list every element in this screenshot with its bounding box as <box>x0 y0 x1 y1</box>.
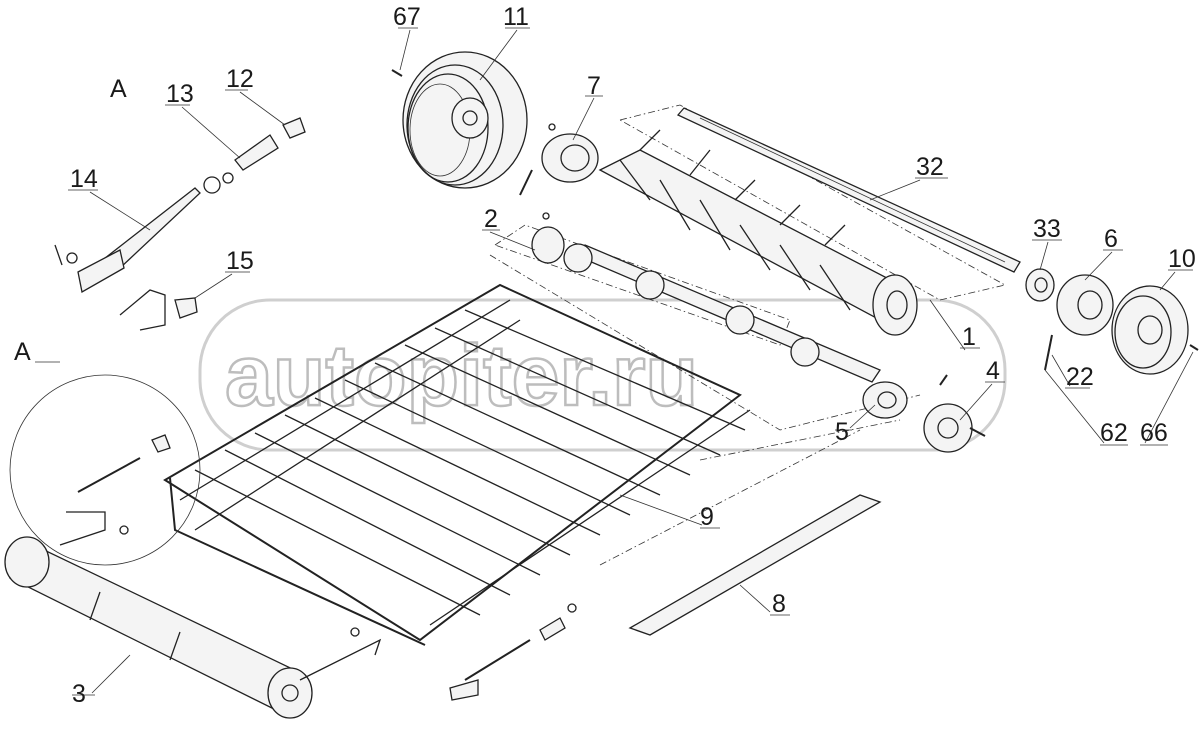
bearing-5 <box>862 381 908 419</box>
assembly-outlines <box>489 104 1007 566</box>
callout-62: 62 <box>1100 419 1128 447</box>
callout-7: 7 <box>587 72 601 100</box>
view-label-a-left: A <box>14 338 31 366</box>
callout-9: 9 <box>700 503 714 531</box>
view-label-a-top: A <box>110 75 127 103</box>
callout-8: 8 <box>772 590 786 618</box>
callout-10: 10 <box>1168 245 1196 273</box>
callout-2: 2 <box>484 205 498 233</box>
callout-13: 13 <box>166 80 194 108</box>
callout-6: 6 <box>1104 225 1118 253</box>
callout-15: 15 <box>226 247 254 275</box>
flange-bearing-7 <box>519 123 599 196</box>
callout-11: 11 <box>503 3 529 31</box>
callout-leaders <box>35 27 1194 696</box>
callout-14: 14 <box>70 165 98 193</box>
callout-3: 3 <box>72 680 86 708</box>
pin-67 <box>391 69 403 77</box>
washer-33 <box>1025 268 1055 302</box>
callout-labels: A A 67 11 7 12 13 14 15 2 32 33 6 10 1 4… <box>14 3 1196 708</box>
sprocket-4 <box>923 374 986 453</box>
callout-22: 22 <box>1066 363 1094 391</box>
conveyor-9 <box>163 283 751 646</box>
callout-12: 12 <box>226 65 254 93</box>
tensioner-parts <box>54 117 306 331</box>
pin-22 <box>1044 334 1053 371</box>
beam-8 <box>628 494 882 636</box>
beater-shaft-1 <box>598 129 918 336</box>
pulley-11 <box>402 51 528 189</box>
detail-view-a <box>9 374 201 566</box>
callout-32: 32 <box>916 153 944 181</box>
callout-33: 33 <box>1033 215 1061 243</box>
callout-66: 66 <box>1140 419 1168 447</box>
lower-tensioner <box>350 603 577 701</box>
callout-5: 5 <box>835 418 849 446</box>
callout-4: 4 <box>986 357 1000 385</box>
roller-3 <box>4 536 382 719</box>
shaft-2 <box>531 212 881 383</box>
pulley-10 <box>1111 285 1199 375</box>
callout-67: 67 <box>393 3 421 31</box>
shaft-32 <box>676 107 1021 273</box>
flange-bearing-6 <box>1056 274 1114 336</box>
callout-1: 1 <box>962 323 976 351</box>
